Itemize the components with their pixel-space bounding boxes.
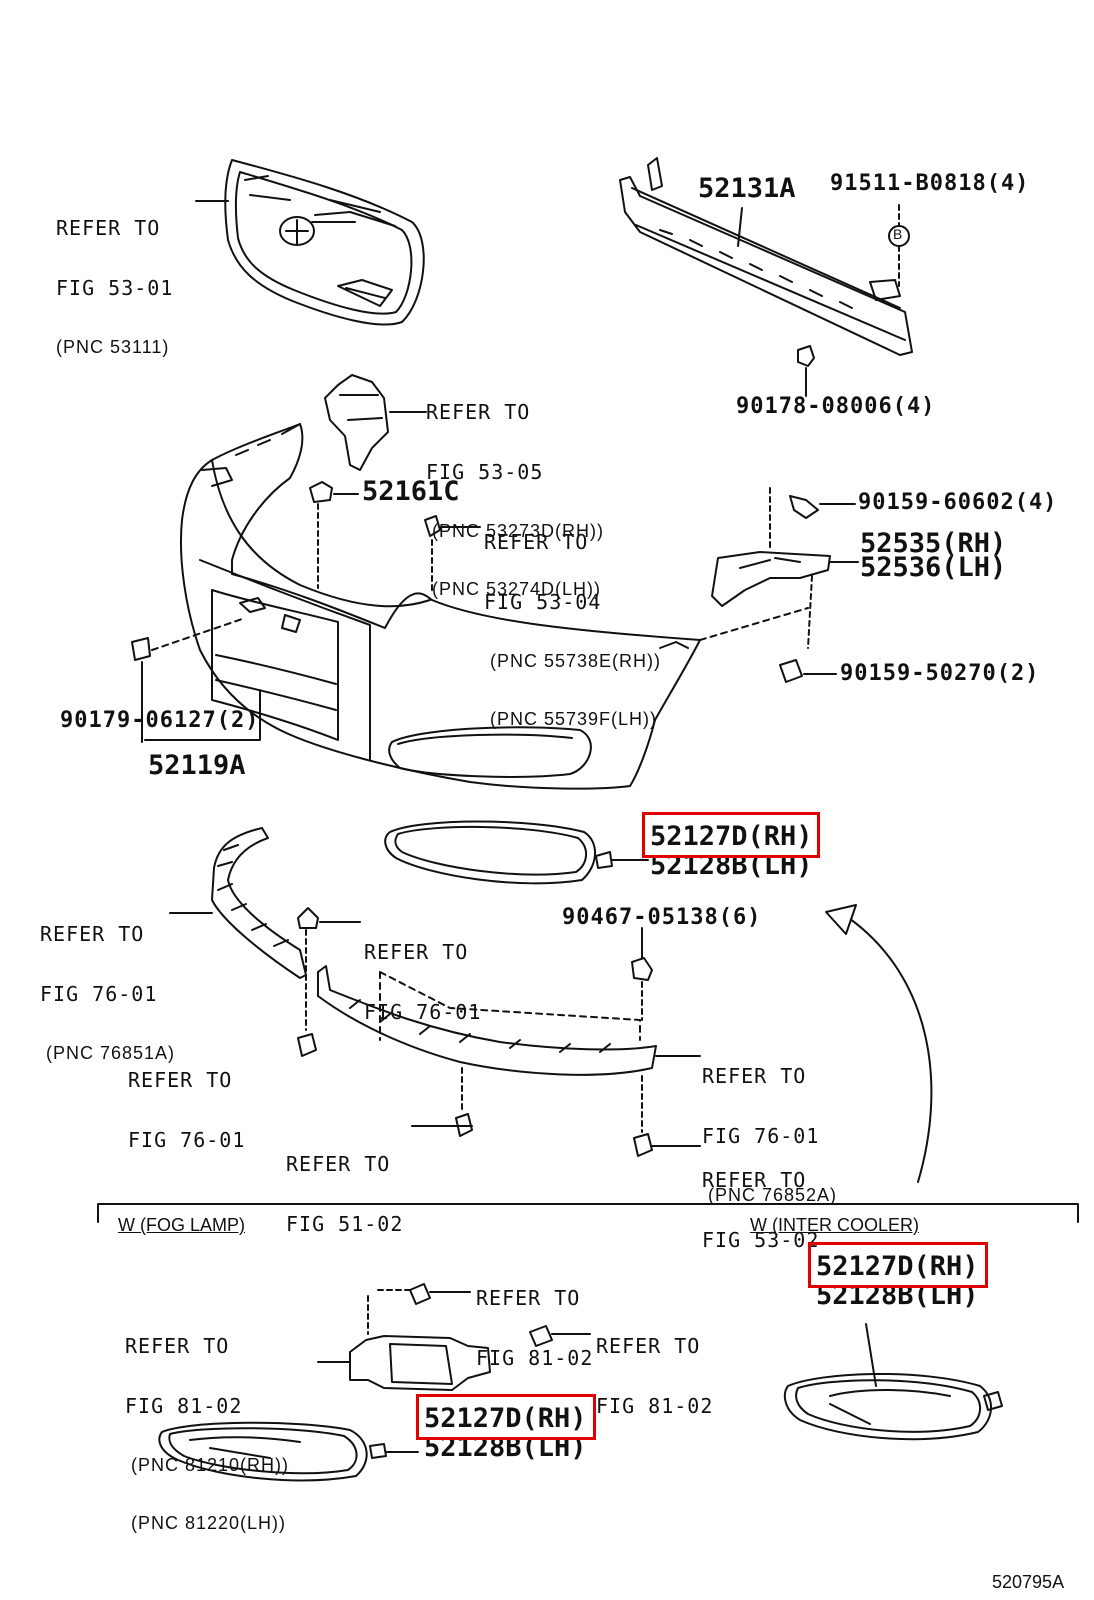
part-91511: 91511-B0818(4)	[830, 171, 1030, 196]
side-retainer	[699, 487, 859, 683]
ref-81-02-top-label: REFER TO FIG 81-02	[476, 1248, 593, 1388]
ref-53-02-label: REFER TO FIG 53-02	[702, 1130, 819, 1270]
refer-line3: (PNC 76851A)	[46, 1043, 176, 1063]
refer-line1: REFER TO	[56, 216, 161, 240]
refer-line1: REFER TO	[128, 1068, 233, 1092]
refer-line2: FIG 76-01	[128, 1128, 246, 1152]
spoiler-left-refer-label: REFER TO FIG 76-01 (PNC 76851A)	[40, 884, 175, 1082]
refer-line2: FIG 53-02	[702, 1228, 820, 1252]
ref-81-02-right-label: REFER TO FIG 81-02	[596, 1296, 713, 1436]
refer-line2: FIG 53-04	[484, 590, 602, 614]
radiator-grille	[195, 159, 425, 326]
spoiler-right-refer-label: REFER TO FIG 76-01 (PNC 76852A)	[702, 1026, 837, 1224]
right-clips	[631, 927, 701, 1157]
part-90179: 90179-06127(2)	[60, 708, 260, 733]
refer-line3: (PNC 53273D(RH))	[432, 521, 605, 541]
highlight-box-fog	[416, 1394, 596, 1440]
refer-line2: FIG 81-02	[596, 1394, 714, 1418]
part-52536: 52536(LH)	[860, 552, 1007, 583]
part-90467: 90467-05138(6)	[562, 905, 762, 930]
refer-line4: (PNC 55739F(LH))	[490, 709, 658, 729]
refer-line1: REFER TO	[286, 1152, 391, 1176]
refer-line3: (PNC 55738E(RH))	[490, 651, 662, 671]
refer-line3: (PNC 53111)	[56, 337, 170, 357]
bracket-refer-label: REFER TO FIG 53-05 (PNC 53273D(RH)) (PNC…	[426, 362, 604, 618]
ref-51-02-label: REFER TO FIG 51-02	[286, 1114, 403, 1254]
part-90159-60602: 90159-60602(4)	[858, 490, 1058, 515]
part-52127d-upper: 52127D(RH)	[650, 821, 813, 852]
upper-bracket	[324, 374, 427, 471]
part-52161c: 52161C	[362, 476, 460, 507]
refer-line2: FIG 76-01	[364, 1000, 482, 1024]
upper-clips	[309, 481, 481, 593]
refer-line3: (PNC 76852A)	[708, 1185, 838, 1205]
refer-line1: REFER TO	[484, 530, 589, 554]
part-52128b-intercooler: 52128B(LH)	[816, 1280, 979, 1311]
part-52535: 52535(RH)	[860, 528, 1007, 559]
part-52119a: 52119A	[148, 750, 246, 781]
refer-line1: REFER TO	[702, 1168, 807, 1192]
part-52128b-upper: 52128B(LH)	[650, 850, 813, 881]
section-fog-lamp-title: W (FOG LAMP)	[118, 1215, 245, 1235]
left-clips	[297, 907, 361, 1057]
center-spoiler	[317, 965, 701, 1137]
refer-line2: FIG 51-02	[286, 1212, 404, 1236]
refer-line1: REFER TO	[40, 922, 145, 946]
bumper-reinforcement	[619, 157, 913, 397]
refer-line2: FIG 53-01	[56, 276, 174, 300]
refer-line2: FIG 76-01	[702, 1124, 820, 1148]
section-intercooler-title: W (INTER COOLER)	[750, 1215, 919, 1235]
refer-line1: REFER TO	[426, 400, 531, 424]
fog-lamp-cover-intercooler	[783, 1323, 1003, 1441]
ref-76-01-lower-label: REFER TO FIG 76-01	[128, 1030, 245, 1170]
left-spoiler	[169, 827, 307, 979]
refer-line1: REFER TO	[125, 1334, 230, 1358]
part-90178: 90178-08006(4)	[736, 394, 936, 419]
refer-line1: REFER TO	[596, 1334, 701, 1358]
refer-line4: (PNC 81220(LH))	[131, 1513, 287, 1533]
refer-line1: REFER TO	[476, 1286, 581, 1310]
refer-line2: FIG 81-02	[125, 1394, 243, 1418]
fog-lamp-cover-fog	[158, 1421, 419, 1482]
part-52127d-fog: 52127D(RH)	[424, 1403, 587, 1434]
drawing-id: 520795A	[992, 1572, 1065, 1592]
refer-line3: (PNC 81210(RH))	[131, 1455, 290, 1475]
part-52131a: 52131A	[698, 173, 796, 204]
refer-line2: FIG 76-01	[40, 982, 158, 1006]
highlight-box-intercooler	[808, 1242, 988, 1288]
refer-line1: REFER TO	[702, 1064, 807, 1088]
grille-refer-label: REFER TO FIG 53-01 (PNC 53111)	[56, 178, 173, 376]
front-bumper-cover	[144, 423, 701, 790]
ref-81-02-left-label: REFER TO FIG 81-02 (PNC 81210(RH)) (PNC …	[125, 1296, 289, 1552]
highlight-box-upper	[642, 812, 820, 858]
part-90159-50270: 90159-50270(2)	[840, 661, 1040, 686]
section-divider	[97, 1203, 1079, 1223]
fog-lamp-cover-upper	[384, 820, 649, 885]
part-52128b-fog: 52128B(LH)	[424, 1432, 587, 1463]
ref-53-04-label: REFER TO FIG 53-04 (PNC 55738E(RH)) (PNC…	[484, 492, 661, 748]
bolt-mark: B	[893, 226, 903, 242]
refer-line4: (PNC 53274D(LH))	[432, 579, 602, 599]
refer-line2: FIG 53-05	[426, 460, 544, 484]
refer-line2: FIG 81-02	[476, 1346, 594, 1370]
retainer-clip-90179	[131, 617, 246, 743]
ref-76-01-small-label: REFER TO FIG 76-01	[364, 902, 481, 1042]
refer-line1: REFER TO	[364, 940, 469, 964]
assembly-arrow	[825, 904, 933, 1183]
fog-lamp-assembly	[317, 1283, 591, 1391]
part-52127d-intercooler: 52127D(RH)	[816, 1251, 979, 1282]
